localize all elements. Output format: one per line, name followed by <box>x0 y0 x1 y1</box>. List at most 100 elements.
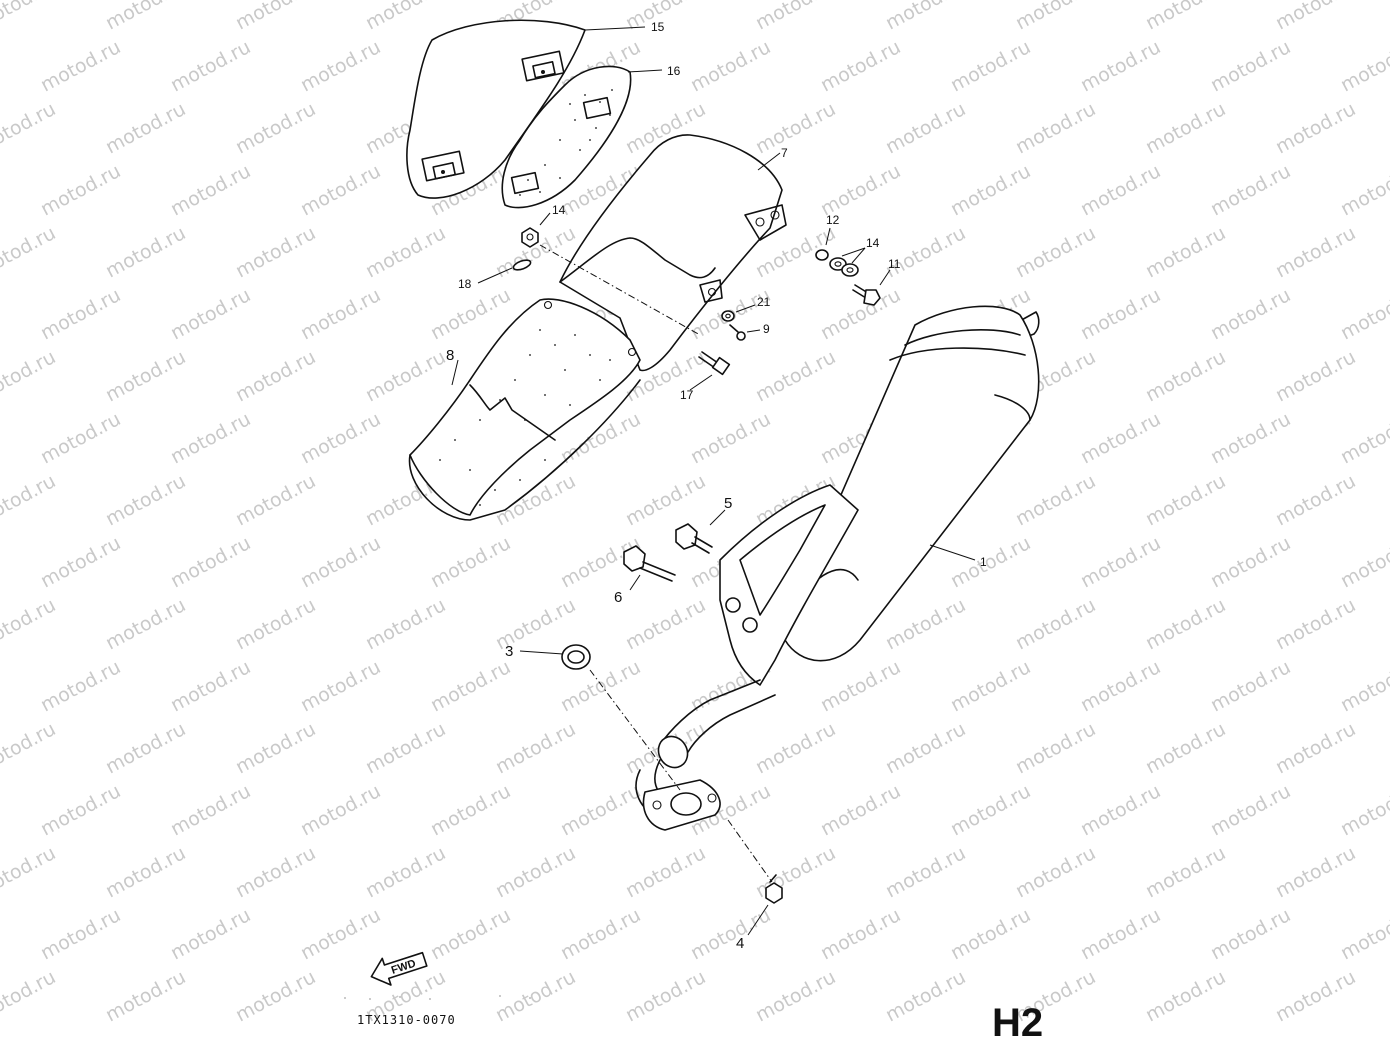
watermark-text: motod.ru <box>102 0 189 34</box>
watermark-text: motod.ru <box>1207 656 1294 716</box>
watermark-text: motod.ru <box>1272 966 1359 1026</box>
callout-14-upper: 14 <box>552 203 566 217</box>
watermark-text: motod.ru <box>1012 470 1099 530</box>
watermark-text: motod.ru <box>882 966 969 1026</box>
watermark-text: motod.ru <box>0 718 59 778</box>
watermark-text: motod.ru <box>752 0 839 34</box>
watermark-text: motod.ru <box>37 532 124 592</box>
watermark-text: motod.ru <box>37 36 124 96</box>
watermark-text: motod.ru <box>37 656 124 716</box>
watermark-text: motod.ru <box>297 408 384 468</box>
watermark-text: motod.ru <box>1077 780 1164 840</box>
watermark-text: motod.ru <box>1207 408 1294 468</box>
watermark-text: motod.ru <box>1077 36 1164 96</box>
watermark-text: motod.ru <box>492 966 579 1026</box>
part-17-screw <box>698 351 731 376</box>
watermark-text: motod.ru <box>232 470 319 530</box>
watermark-text: motod.ru <box>1012 0 1099 34</box>
watermark-text: motod.ru <box>0 346 59 406</box>
watermark-text: motod.ru <box>492 470 579 530</box>
watermark-text: motod.ru <box>1142 594 1229 654</box>
watermark-text: motod.ru <box>37 408 124 468</box>
watermark-text: motod.ru <box>167 160 254 220</box>
watermark-text: motod.ru <box>1012 222 1099 282</box>
part-15-outer-cover <box>406 19 586 199</box>
watermark-text: motod.ru <box>232 842 319 902</box>
watermark-text: motod.ru <box>297 532 384 592</box>
watermark-text: motod.ru <box>1337 780 1390 840</box>
watermark-text: motod.ru <box>1077 284 1164 344</box>
watermark-text: motod.ru <box>232 222 319 282</box>
part-12-collar <box>815 249 829 261</box>
watermark-text: motod.ru <box>1077 904 1164 964</box>
watermark-text: motod.ru <box>232 594 319 654</box>
watermark-text: motod.ru <box>1337 656 1390 716</box>
watermark-text: motod.ru <box>1207 532 1294 592</box>
callout-7: 7 <box>781 146 788 160</box>
watermark-text: motod.ru <box>752 718 839 778</box>
watermark-text: motod.ru <box>0 470 59 530</box>
watermark-text: motod.ru <box>37 284 124 344</box>
watermark-text: motod.ru <box>362 0 449 34</box>
part-6-bolt <box>623 545 676 582</box>
callout-16: 16 <box>667 64 681 78</box>
part-7-heat-protector <box>559 134 787 372</box>
watermark-text: motod.ru <box>1077 532 1164 592</box>
watermark-text: motod.ru <box>492 718 579 778</box>
watermark-text: motod.ru <box>557 780 644 840</box>
watermark-text: motod.ru <box>492 842 579 902</box>
watermark-text: motod.ru <box>1207 904 1294 964</box>
watermark-text: motod.ru <box>167 904 254 964</box>
watermark-text: motod.ru <box>1142 966 1229 1026</box>
watermark-text: motod.ru <box>297 656 384 716</box>
watermark-text: motod.ru <box>1012 594 1099 654</box>
watermark-text: motod.ru <box>37 904 124 964</box>
callout-labels: 15 16 7 14 18 8 12 14 11 21 9 17 5 6 3 1… <box>446 20 987 952</box>
watermark-text: motod.ru <box>297 160 384 220</box>
watermark-text: motod.ru <box>947 160 1034 220</box>
watermark-text: motod.ru <box>882 0 969 34</box>
watermark-text: motod.ru <box>1337 532 1390 592</box>
watermark-text: motod.ru <box>1272 842 1359 902</box>
watermark-text: motod.ru <box>0 842 59 902</box>
callout-8: 8 <box>446 347 454 364</box>
callout-3: 3 <box>505 643 513 660</box>
watermark-text: motod.ru <box>1207 160 1294 220</box>
watermark-text: motod.ru <box>752 966 839 1026</box>
watermark-text: motod.ru <box>427 904 514 964</box>
watermark-text: motod.ru <box>687 904 774 964</box>
watermark-text: motod.ru <box>297 284 384 344</box>
watermark-text: motod.ru <box>1337 284 1390 344</box>
watermark-text: motod.ru <box>1142 346 1229 406</box>
watermark-text: motod.ru <box>1272 0 1359 34</box>
watermark-text: motod.ru <box>427 532 514 592</box>
callout-1: 1 <box>980 555 987 569</box>
watermark-text: motod.ru <box>882 594 969 654</box>
callout-12: 12 <box>826 213 840 227</box>
watermark-text: motod.ru <box>1142 718 1229 778</box>
watermark-text: motod.ru <box>102 718 189 778</box>
watermark-text: motod.ru <box>102 966 189 1026</box>
watermark-text: motod.ru <box>1337 160 1390 220</box>
watermark-text: motod.ru <box>0 594 59 654</box>
watermark-text: motod.ru <box>1077 408 1164 468</box>
part-4-nut <box>765 874 783 904</box>
watermark-text: motod.ru <box>362 222 449 282</box>
callout-17: 17 <box>680 388 694 402</box>
watermark-text: motod.ru <box>0 222 59 282</box>
callout-15: 15 <box>651 20 665 34</box>
watermark-text: motod.ru <box>1142 98 1229 158</box>
watermark-text: motod.ru <box>947 656 1034 716</box>
watermark-text: motod.ru <box>232 98 319 158</box>
watermark-text: motod.ru <box>102 98 189 158</box>
watermark-text: motod.ru <box>752 346 839 406</box>
watermark-text: motod.ru <box>362 594 449 654</box>
watermark-text: motod.ru <box>882 98 969 158</box>
diagram-code: 1TX1310-0070 <box>357 1013 456 1027</box>
watermark-text: motod.ru <box>102 346 189 406</box>
part-21-washer <box>721 310 735 322</box>
watermark-text: motod.ru <box>232 718 319 778</box>
watermark-text: motod.ru <box>947 780 1034 840</box>
watermark-text: motod.ru <box>1012 98 1099 158</box>
